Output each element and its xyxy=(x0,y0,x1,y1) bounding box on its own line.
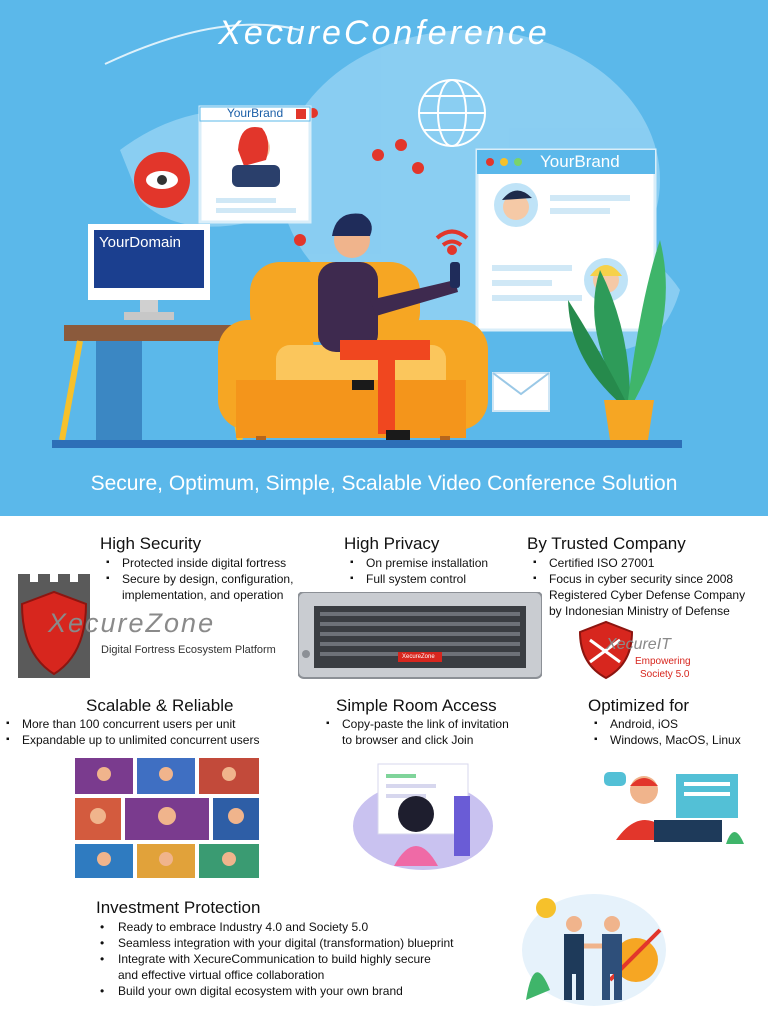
room-access-illustration xyxy=(353,763,493,870)
list-item: Expandable up to unlimited concurrent us… xyxy=(0,732,312,748)
castle-shield-logo xyxy=(18,574,90,678)
brand-card-small xyxy=(198,105,312,224)
xecureit-subtitle-1: Empowering xyxy=(635,656,691,667)
list-item: to browser and click Join xyxy=(342,733,474,747)
floor-line xyxy=(52,440,682,448)
list-item: Android, iOS xyxy=(588,716,766,732)
xecureit-shield-icon xyxy=(578,620,634,680)
brand-card-large xyxy=(475,148,657,332)
hero-illustration xyxy=(52,23,682,448)
xecurezone-subtitle: Digital Fortress Ecosystem Platform xyxy=(101,644,276,656)
eye-icon xyxy=(134,152,190,208)
handshake-illustration xyxy=(522,894,666,1006)
xecurezone-logo-text: XecureZone xyxy=(48,608,216,638)
mail-icon xyxy=(492,372,550,412)
list-item: More than 100 concurrent users per unit xyxy=(0,716,312,732)
potted-plant xyxy=(568,240,666,440)
feature-title-privacy: High Privacy xyxy=(344,534,440,553)
xecureit-logo-text: XecureIT xyxy=(606,636,671,653)
feature-list-room: Copy-paste the link of invitation to bro… xyxy=(320,716,540,748)
globe-icon xyxy=(418,79,486,147)
list-item: Registered Cyber Defense Company xyxy=(527,587,763,603)
feature-list-scalable: More than 100 concurrent users per unit … xyxy=(0,716,312,748)
list-item: Ready to embrace Industry 4.0 and Societ… xyxy=(96,919,506,935)
hero-tagline: Secure, Optimum, Simple, Scalable Video … xyxy=(90,472,678,495)
list-item: and effective virtual office collaborati… xyxy=(118,968,325,982)
list-item: On premise installation xyxy=(344,555,524,571)
wifi-icon xyxy=(435,229,469,255)
feature-title-scalable: Scalable & Reliable xyxy=(86,696,234,715)
list-item: Certified ISO 27001 xyxy=(527,555,763,571)
xecureit-subtitle-2: Society 5.0 xyxy=(640,669,690,680)
person-on-sofa xyxy=(318,213,460,440)
video-grid-image xyxy=(73,756,261,880)
feature-title-security: High Security xyxy=(100,534,202,553)
feature-title-investment: Investment Protection xyxy=(96,898,261,917)
list-item: Windows, MacOS, Linux xyxy=(588,732,766,748)
feature-list-trusted: Certified ISO 27001 Focus in cyber secur… xyxy=(527,555,763,619)
list-item: Copy-paste the link of invitation xyxy=(320,716,540,732)
list-item: Build your own digital ecosystem with yo… xyxy=(96,983,506,999)
brand-card-large-label: YourBrand xyxy=(540,152,620,171)
list-item: Seamless integration with your digital (… xyxy=(96,935,506,951)
feature-list-optimized: Android, iOS Windows, MacOS, Linux xyxy=(588,716,766,748)
server-badge-label: XecureZone xyxy=(402,654,435,660)
feature-title-room: Simple Room Access xyxy=(336,696,497,715)
monitor-domain-label: YourDomain xyxy=(99,234,181,251)
list-item: by Indonesian Ministry of Defense xyxy=(527,603,763,619)
list-item: Focus in cyber security since 2008 xyxy=(527,571,763,587)
feature-title-optimized: Optimized for xyxy=(588,696,690,715)
feature-list-investment: Ready to embrace Industry 4.0 and Societ… xyxy=(96,919,506,999)
list-item: Integrate with XecureCommunication to bu… xyxy=(96,951,506,967)
product-logo-title: XecureConference xyxy=(218,14,550,52)
feature-list-privacy: On premise installation Full system cont… xyxy=(344,555,524,587)
list-item: Full system control xyxy=(344,571,524,587)
hero-banner: XecureConference YourBrand YourBrand You… xyxy=(0,0,768,516)
list-item: implementation, and operation xyxy=(122,588,284,602)
monitor xyxy=(88,224,210,320)
brand-card-small-label: YourBrand xyxy=(226,106,284,120)
server-appliance-image xyxy=(298,592,542,679)
feature-title-trusted: By Trusted Company xyxy=(527,534,686,553)
support-agent-illustration xyxy=(604,772,744,844)
list-item: Protected inside digital fortress xyxy=(100,555,330,571)
feature-list-security: Protected inside digital fortress Secure… xyxy=(100,555,330,603)
list-item: Secure by design, configuration, xyxy=(100,571,330,587)
